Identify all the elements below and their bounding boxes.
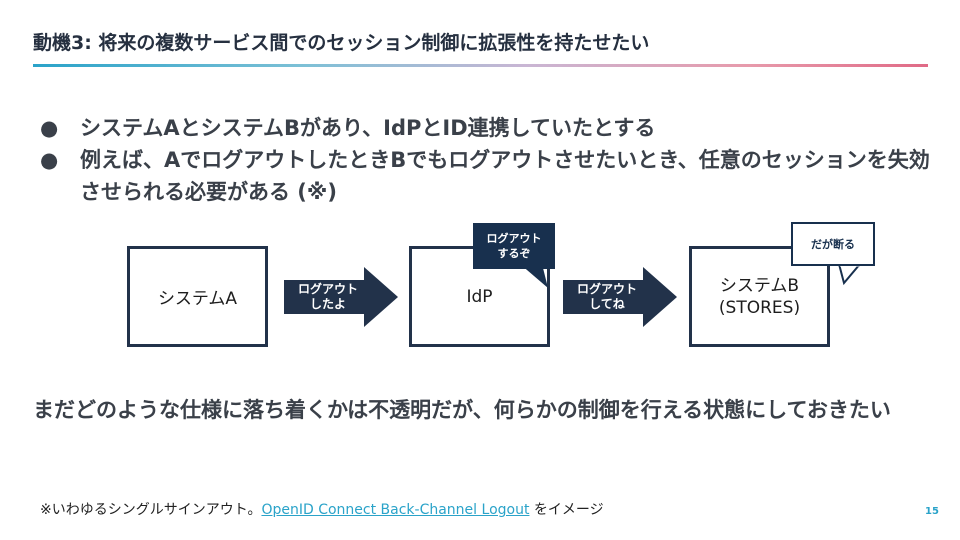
- back-channel-logout-link[interactable]: OpenID Connect Back-Channel Logout: [261, 502, 530, 518]
- bullet-text: システムAとシステムBがあり、IdPとID連携していたとする: [80, 116, 656, 140]
- bullet-dot-icon: ●: [40, 116, 59, 140]
- system-b-box: システムB (STORES): [689, 246, 830, 347]
- bullet-dot-icon: ●: [40, 148, 59, 172]
- arrow-2-label-line2: してね: [589, 297, 625, 311]
- arrow-right-icon: [284, 267, 398, 327]
- bullet-text: 例えば、AでログアウトしたときBでもログアウトさせたいとき、任意のセッションを失…: [80, 148, 930, 204]
- footnote-suffix: をイメージ: [529, 502, 604, 518]
- page-number: 15: [925, 506, 939, 517]
- system-a-label: システムA: [157, 289, 238, 309]
- conclusion-text: まだどのような仕様に落ち着くかは不透明だが、何らかの制御を行える状態にしておきた…: [33, 398, 891, 422]
- idp-speech-callout: ログアウト するぞ: [473, 223, 555, 269]
- arrow-1-label: ログアウト したよ: [284, 282, 372, 312]
- footnote: ※いわゆるシングルサインアウト。OpenID Connect Back-Chan…: [40, 499, 604, 519]
- callout-tail-icon: [838, 264, 862, 286]
- title-gradient-rule: [33, 64, 928, 67]
- arrow-1-label-line1: ログアウト: [297, 282, 358, 296]
- idp-callout-line1: ログアウト: [486, 232, 542, 245]
- arrow-2-label: ログアウト してね: [563, 282, 651, 312]
- arrow-2-label-line1: ログアウト: [576, 282, 637, 296]
- system-b-speech-callout: だが断る: [791, 222, 875, 266]
- system-b-label-line2: (STORES): [718, 297, 801, 318]
- callout-tail-icon: [520, 264, 548, 288]
- idp-callout-line2: するぞ: [497, 247, 531, 260]
- system-b-callout-text: だが断る: [811, 237, 855, 251]
- arrow-1-label-line2: したよ: [309, 297, 346, 311]
- arrow-right-icon: [563, 267, 677, 327]
- bullet-item: ● システムAとシステムBがあり、IdPとID連携していたとする: [40, 112, 930, 144]
- system-b-label-line1: システムB: [719, 275, 800, 296]
- bullet-list: ● システムAとシステムBがあり、IdPとID連携していたとする ● 例えば、A…: [40, 112, 930, 208]
- system-a-box: システムA: [127, 246, 268, 347]
- slide-title: 動機3: 将来の複数サービス間でのセッション制御に拡張性を持たせたい: [33, 32, 650, 54]
- bullet-item: ● 例えば、AでログアウトしたときBでもログアウトさせたいとき、任意のセッション…: [40, 144, 930, 208]
- idp-label: IdP: [466, 286, 493, 307]
- footnote-prefix: ※いわゆるシングルサインアウト。: [40, 502, 262, 518]
